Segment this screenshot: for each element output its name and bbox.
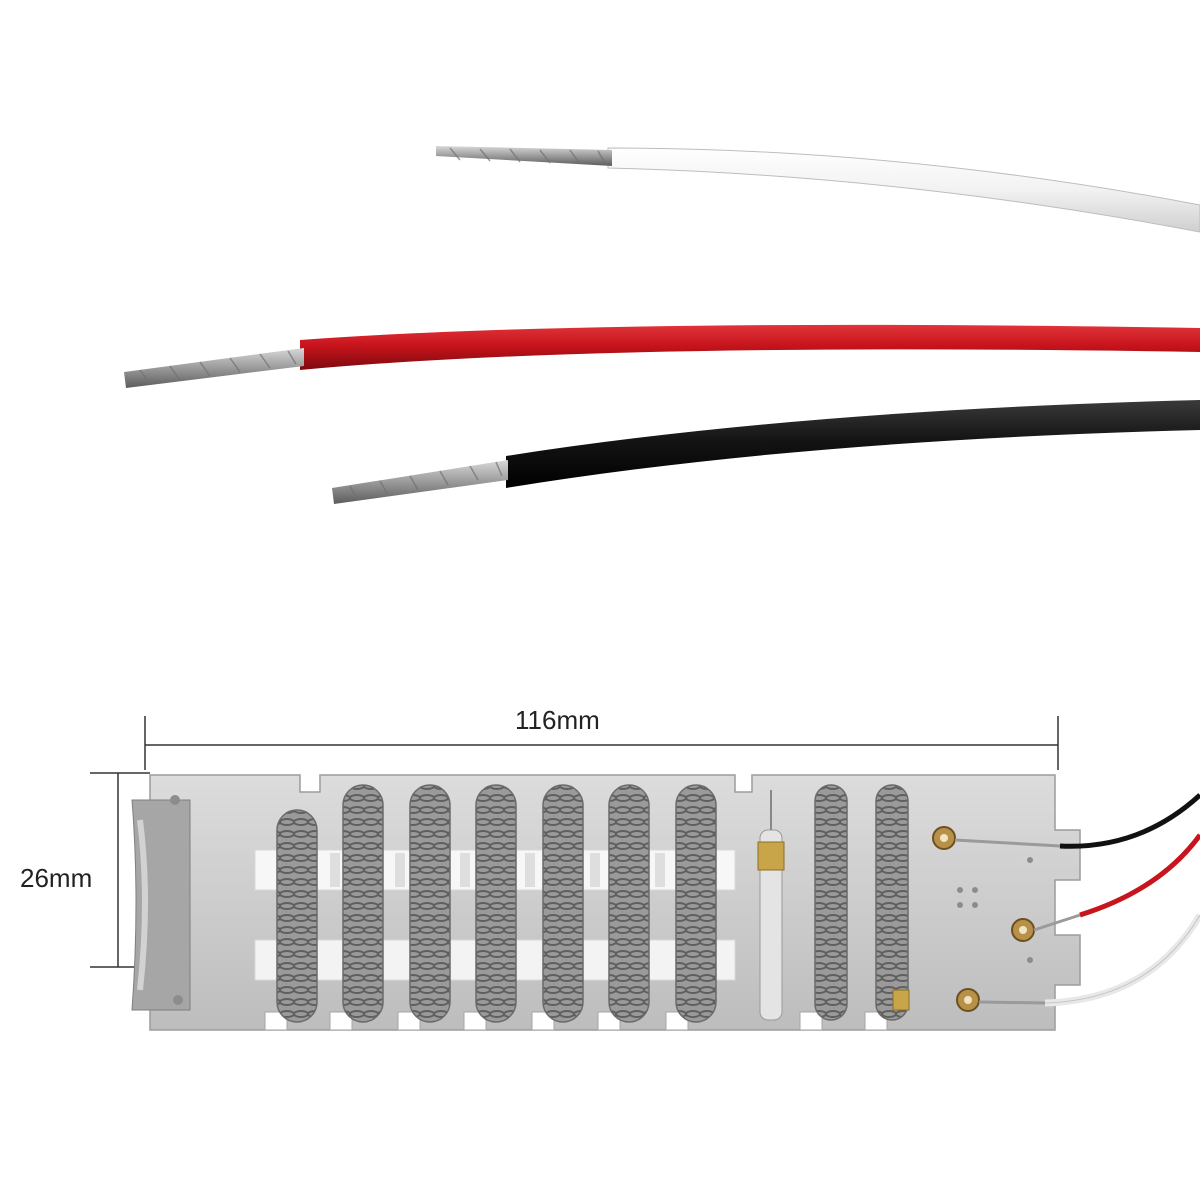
lead-wire-black: [954, 793, 1200, 849]
large-coil: [608, 784, 650, 1023]
lead-wire-white: [978, 913, 1200, 1007]
terminal: [1011, 918, 1035, 942]
wire-red: [124, 324, 1200, 388]
large-coil: [409, 784, 451, 1023]
large-coil: [475, 784, 517, 1023]
large-coil: [542, 784, 584, 1023]
small-coil: [875, 784, 909, 1021]
mica-plate: [131, 774, 1081, 1031]
heating-element: [131, 774, 1200, 1031]
height-dimension-label: 26mm: [20, 863, 93, 893]
wire-white-strands: [436, 146, 612, 166]
thermal-fuse: [757, 790, 785, 1021]
wire-black-strands: [332, 460, 508, 504]
terminal: [932, 826, 956, 850]
wire-red-strands: [124, 348, 304, 388]
large-coil: [342, 784, 384, 1023]
large-coil: [276, 809, 318, 1023]
small-coil: [814, 784, 848, 1021]
wire-white: [436, 146, 1200, 233]
terminal: [956, 988, 980, 1012]
wire-black: [332, 400, 1200, 504]
large-coil: [675, 784, 717, 1023]
length-dimension-label: 116mm: [515, 705, 600, 735]
lead-wire-red: [1033, 833, 1200, 932]
length-dimension-line: [144, 716, 1059, 770]
